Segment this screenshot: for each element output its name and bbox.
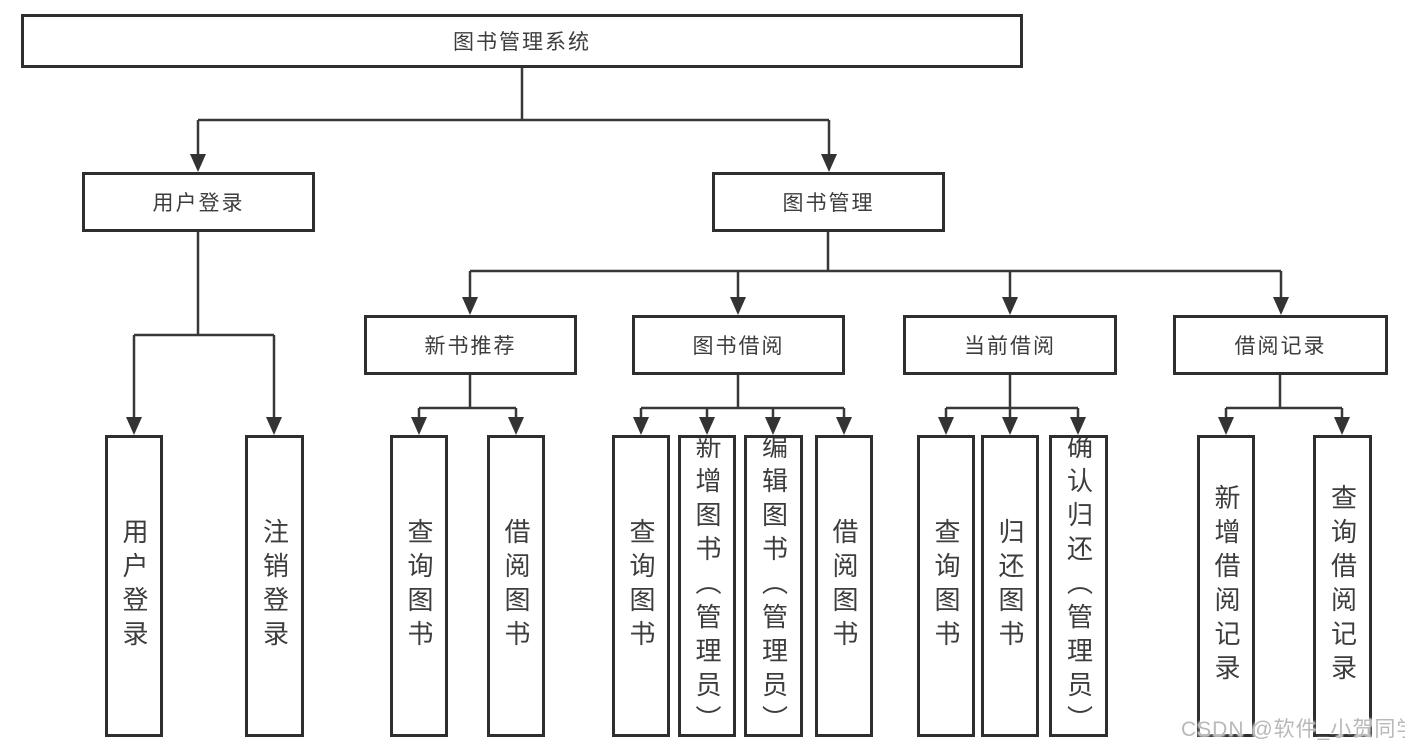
arrow-down-icon — [1273, 297, 1289, 315]
arrow-down-icon — [821, 154, 837, 172]
node-user-login: 用户登录 — [82, 172, 315, 232]
leaf-return-book: 归还图书 — [981, 435, 1039, 737]
leaf-label: 用户登录 — [119, 518, 149, 654]
connector-current-borrow — [944, 375, 1080, 419]
arrow-down-icon — [699, 417, 715, 435]
leaf-label: 借阅图书 — [829, 518, 859, 654]
leaf-add-book-admin: 新增图书（管理员） — [678, 435, 736, 737]
leaf-logout: 注销登录 — [245, 435, 304, 737]
arrow-down-icon — [730, 297, 746, 315]
leaf-query-books-recommend: 查询图书 — [390, 435, 448, 737]
leaf-user-login: 用户登录 — [105, 435, 163, 737]
arrow-down-icon — [462, 297, 478, 315]
arrow-down-icon — [190, 154, 206, 172]
arrow-down-icon — [266, 417, 282, 435]
leaf-label: 查询图书 — [404, 518, 434, 654]
arrow-down-icon — [411, 417, 427, 435]
arrow-down-icon — [1070, 417, 1086, 435]
node-book-management: 图书管理 — [712, 172, 945, 232]
leaf-query-borrow-record: 查询借阅记录 — [1313, 435, 1372, 737]
leaf-label: 归还图书 — [995, 518, 1025, 654]
leaf-confirm-return-admin: 确认归还（管理员） — [1049, 435, 1108, 737]
leaf-edit-book-admin: 编辑图书（管理员） — [744, 435, 803, 737]
connector-borrow-records — [1224, 375, 1344, 419]
leaf-label: 查询图书 — [626, 518, 656, 654]
arrow-down-icon — [633, 417, 649, 435]
leaf-label: 查询图书 — [931, 518, 961, 654]
arrow-down-icon — [1334, 417, 1350, 435]
connector-new-book-recommend — [417, 375, 518, 419]
leaf-label: 借阅图书 — [501, 518, 531, 654]
arrow-down-icon — [1218, 417, 1234, 435]
leaf-label: 注销登录 — [259, 518, 290, 654]
arrow-down-icon — [126, 417, 142, 435]
leaf-label: 查询借阅记录 — [1327, 484, 1358, 688]
leaf-query-books-borrow: 查询图书 — [612, 435, 670, 737]
arrow-down-icon — [1002, 297, 1018, 315]
node-book-mgmt-system: 图书管理系统 — [21, 14, 1023, 68]
leaf-borrow-books: 借阅图书 — [815, 435, 873, 737]
connector-book-management — [468, 232, 1283, 299]
node-book-borrow: 图书借阅 — [632, 315, 845, 375]
leaf-add-borrow-record: 新增借阅记录 — [1197, 435, 1255, 737]
watermark: CSDN @软件_小贺同学 — [1181, 718, 1405, 741]
leaf-query-books-current: 查询图书 — [917, 435, 975, 737]
leaf-label: 新增图书（管理员） — [692, 435, 722, 737]
node-new-book-recommend: 新书推荐 — [364, 315, 577, 375]
leaf-label: 确认归还（管理员） — [1063, 435, 1094, 737]
connector-user-login — [132, 232, 276, 419]
arrow-down-icon — [836, 417, 852, 435]
arrow-down-icon — [765, 417, 781, 435]
connector-root — [196, 68, 831, 156]
connector-book-borrow — [639, 375, 846, 419]
leaf-label: 编辑图书（管理员） — [758, 435, 789, 737]
node-borrow-records: 借阅记录 — [1173, 315, 1388, 375]
leaf-label: 新增借阅记录 — [1211, 484, 1241, 688]
leaf-borrow-books-recommend: 借阅图书 — [487, 435, 545, 737]
arrow-down-icon — [938, 417, 954, 435]
arrow-down-icon — [508, 417, 524, 435]
arrow-down-icon — [1002, 417, 1018, 435]
node-current-borrow: 当前借阅 — [903, 315, 1117, 375]
